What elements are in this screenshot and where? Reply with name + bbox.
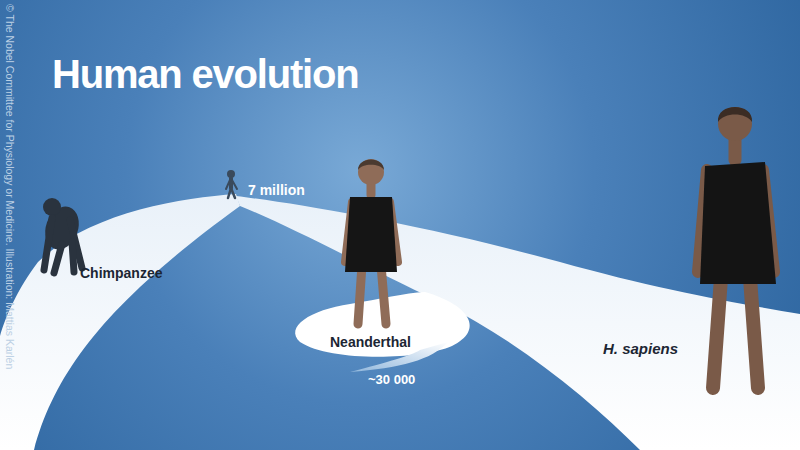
time-label: 7 million <box>248 182 305 198</box>
diagram-title: Human evolution <box>52 50 358 98</box>
copyright-watermark: © The Nobel Committee for Physiology or … <box>4 4 16 369</box>
ancestor-figure <box>226 170 237 198</box>
species-label: H. sapiens <box>603 340 678 357</box>
chimp-road <box>0 194 240 450</box>
species-label: Chimpanzee <box>80 265 162 281</box>
sapiens-figure <box>698 107 776 388</box>
neanderthal-figure <box>345 159 398 324</box>
species-label: Neanderthal <box>330 334 411 350</box>
chimpanzee-figure <box>39 198 84 273</box>
time-label: ~30 000 <box>368 372 415 387</box>
